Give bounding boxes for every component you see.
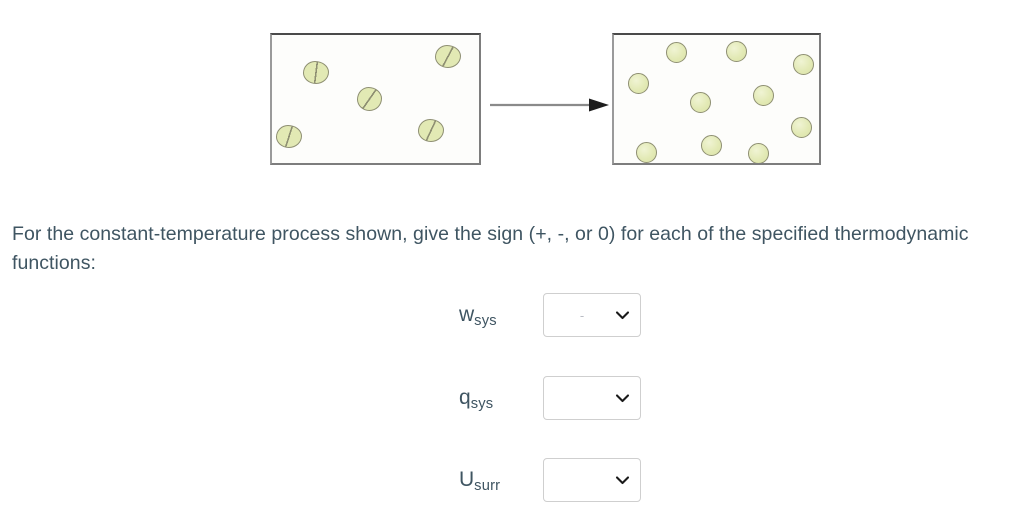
answer-row-u-surr: Usurr bbox=[440, 456, 700, 504]
answer-row-w-sys: wsys - bbox=[440, 291, 700, 339]
gas-atom bbox=[666, 42, 687, 63]
final-gas-container bbox=[612, 33, 821, 165]
sign-select-value-w-sys: - bbox=[579, 308, 585, 322]
function-symbol: q bbox=[459, 386, 471, 409]
question-text: For the constant-temperature process sho… bbox=[12, 222, 969, 274]
function-symbol: w bbox=[459, 303, 475, 326]
gas-atom bbox=[791, 117, 812, 138]
function-label-q-sys: qsys bbox=[440, 386, 543, 413]
process-diagram bbox=[0, 0, 1032, 180]
process-arrow-icon bbox=[490, 98, 609, 112]
gas-molecule bbox=[276, 125, 302, 148]
function-subscript: sys bbox=[470, 396, 494, 413]
sign-select-q-sys[interactable] bbox=[543, 376, 641, 420]
gas-atom bbox=[636, 142, 657, 163]
function-subscript: surr bbox=[474, 478, 501, 495]
gas-atom bbox=[748, 143, 769, 163]
gas-atom bbox=[701, 135, 722, 156]
function-label-w-sys: wsys bbox=[440, 303, 543, 330]
gas-atom bbox=[628, 73, 649, 94]
gas-atom bbox=[726, 41, 747, 62]
initial-gas-container bbox=[270, 33, 481, 165]
chevron-down-icon[interactable] bbox=[614, 307, 631, 324]
gas-molecule bbox=[357, 87, 382, 111]
gas-atom bbox=[690, 92, 711, 113]
gas-atom bbox=[753, 85, 774, 106]
sign-select-w-sys[interactable]: - bbox=[543, 293, 641, 337]
gas-molecule bbox=[303, 61, 329, 84]
function-symbol: U bbox=[459, 468, 475, 491]
chevron-down-icon[interactable] bbox=[614, 390, 631, 407]
answer-row-q-sys: qsys bbox=[440, 374, 700, 422]
sign-select-u-surr[interactable] bbox=[543, 458, 641, 502]
gas-atom bbox=[793, 54, 814, 75]
function-subscript: sys bbox=[474, 313, 497, 330]
function-label-u-surr: Usurr bbox=[440, 468, 543, 495]
gas-molecule bbox=[418, 119, 444, 142]
chevron-down-icon[interactable] bbox=[614, 472, 631, 489]
gas-molecule bbox=[435, 45, 461, 68]
